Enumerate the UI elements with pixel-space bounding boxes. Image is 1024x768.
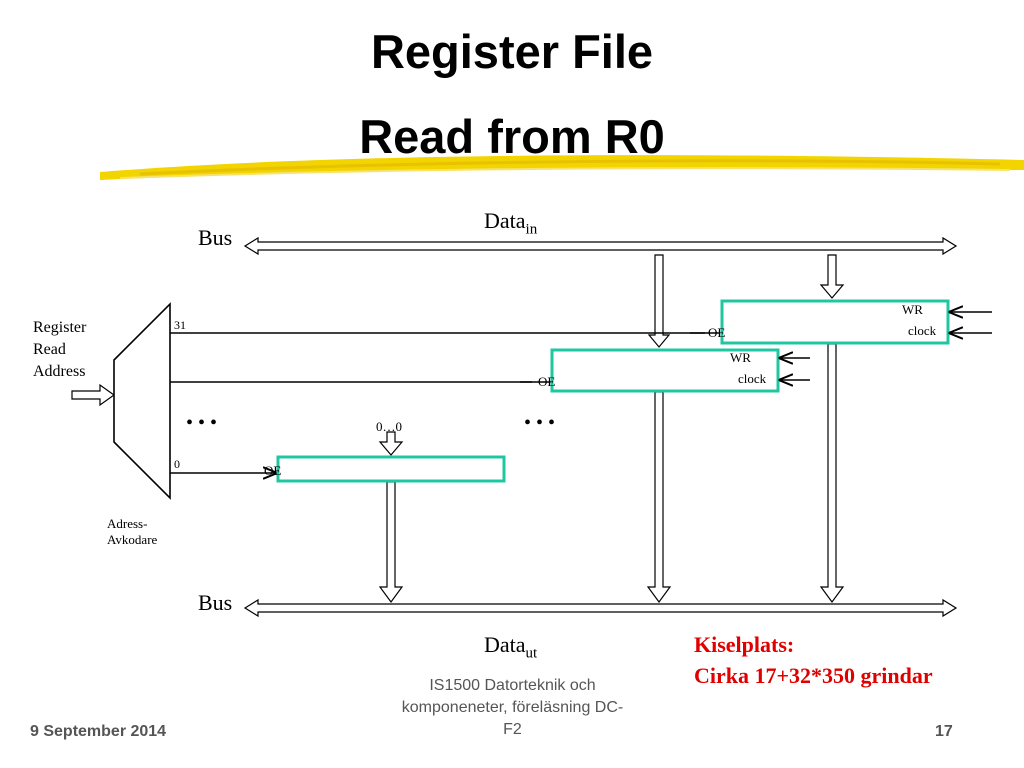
arrow-zero-to-r0: [378, 431, 404, 456]
clock-label-r2: clock: [738, 371, 767, 386]
arrow-bus-to-r2: [647, 254, 671, 348]
ellipsis-right: • • •: [524, 412, 556, 434]
clock-label-r31: clock: [908, 323, 937, 338]
footer-course: IS1500 Datorteknik och komponeneter, för…: [401, 677, 624, 738]
register-read-address-label: Register Read Address: [33, 319, 87, 380]
ellipsis-left: • • •: [186, 412, 218, 434]
arrow-r2-to-bus: [646, 391, 672, 604]
register-r2: [550, 348, 780, 393]
line-0-label: 0: [174, 457, 180, 471]
register-r0: [276, 455, 506, 483]
wr-label-r2: WR: [730, 350, 751, 365]
arrow-address-input: [71, 383, 116, 407]
slide-title: Register File: [370, 25, 654, 78]
line-31-label: 31: [174, 318, 186, 332]
data-in-label: Datain: [484, 208, 538, 238]
oe-label-r2: OE: [538, 374, 556, 389]
oe-label-r31: OE: [708, 325, 726, 340]
slide-subtitle: Read from R0: [359, 110, 665, 163]
bus-bottom: [243, 598, 958, 618]
register-r31: [720, 299, 950, 345]
footer-date: 9 September 2014: [30, 723, 167, 740]
wr-label-r31: WR: [902, 302, 923, 317]
arrow-bus-to-r31: [819, 254, 845, 299]
oe-label-r0: OE: [264, 463, 282, 478]
zero-input-label: 0…0: [376, 419, 402, 434]
arrow-r0-to-bus: [378, 481, 404, 604]
decoder-label: Adress- Avkodare: [107, 516, 158, 547]
address-decoder: [113, 302, 171, 500]
data-out-label: Dataut: [484, 632, 538, 662]
footer-page-number: 17: [935, 723, 953, 740]
silicon-area-note: Kiselplats: Cirka 17+32*350 grindar: [694, 632, 933, 688]
arrow-r31-to-bus: [819, 343, 845, 604]
title-underline: [100, 155, 1024, 180]
bus-top: [243, 236, 958, 256]
bus-bottom-label: Bus: [198, 590, 233, 615]
bus-top-label: Bus: [198, 225, 233, 250]
